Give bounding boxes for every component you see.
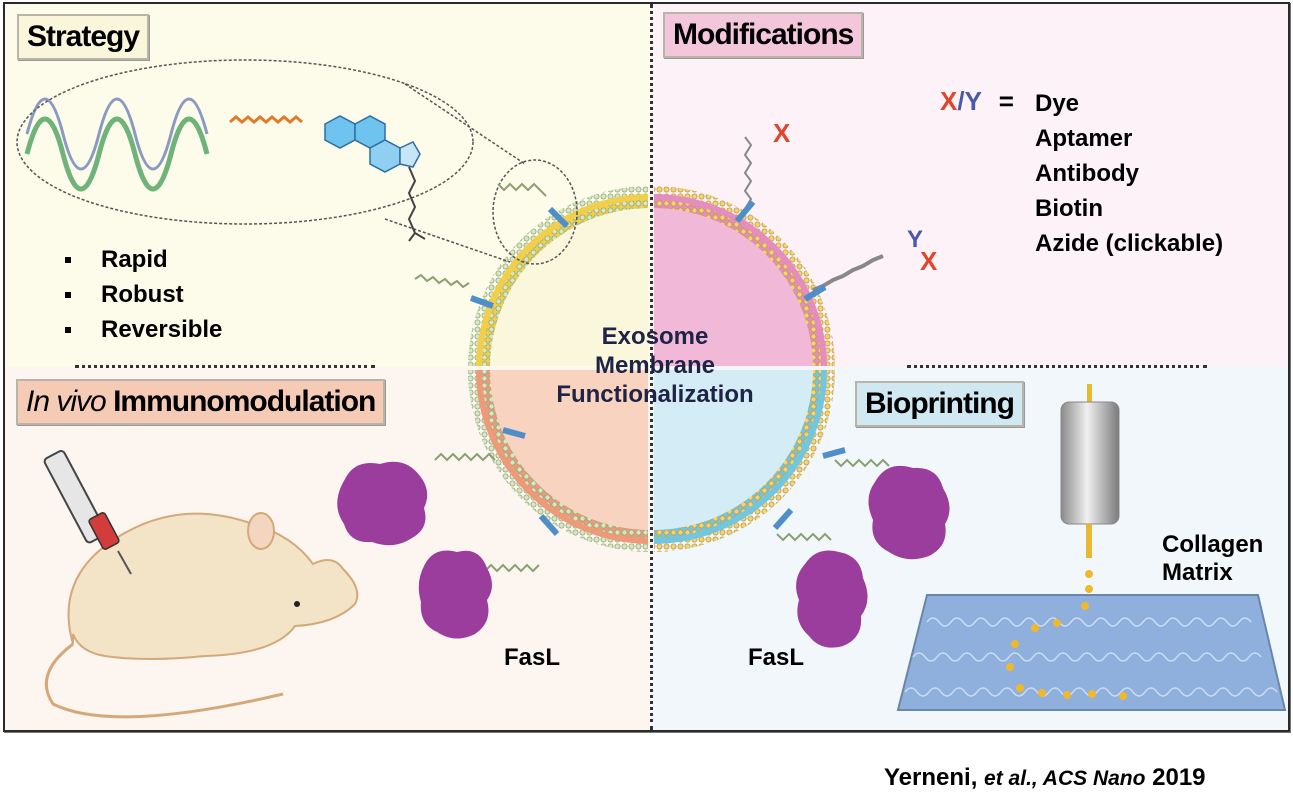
citation: Yerneni, et al., ACS Nano 2019 [884,764,1206,792]
y-label-marker: Y [907,226,923,253]
y-symbol: Y [964,86,982,116]
collagen-matrix-label: Collagen Matrix [1162,531,1263,587]
modification-list: Dye Aptamer Antibody Biotin Azide (click… [1035,86,1223,261]
bioprinter-nozzle [1060,384,1120,593]
xy-legend: X/Y = [940,86,1014,117]
mouse-illustration [43,449,359,719]
horizontal-divider-right [907,365,1207,368]
illustration-layer: X Y X [16,59,1287,719]
x-symbol: X [940,86,958,116]
fasl-label-right: FasL [748,644,805,671]
dna-cholesterol-conjugate [16,59,578,265]
collagen-matrix [896,594,1287,711]
bioprinting-title: Bioprinting [855,381,1024,427]
title-bold-part: Immunomodulation [113,385,376,418]
vertical-divider [650,4,653,730]
bullet-item: Reversible [63,312,222,347]
strategy-bullet-list: Rapid Robust Reversible [63,242,222,347]
title-italic-part: In vivo [26,385,107,418]
center-label-line3: Functionalization [556,381,754,408]
strategy-title: Strategy [17,14,150,60]
matrix-label-line2: Matrix [1162,559,1233,586]
modifications-title: Modifications [663,12,864,58]
modification-item: Biotin [1035,195,1103,222]
equals-symbol: = [998,86,1014,116]
horizontal-divider-left [75,365,375,368]
bullet-item: Rapid [63,242,222,277]
exosome-center-label: Exosome Membrane Functionalization [515,322,795,409]
exosome-quadrant-bioprinting [654,370,835,552]
matrix-label-line1: Collagen [1162,531,1264,558]
x-label-marker: X [773,118,791,148]
bullet-item: Robust [63,277,222,312]
citation-author: Yerneni, [884,764,978,791]
figure-frame: X Y X [3,2,1290,732]
modification-item: Dye [1035,90,1080,117]
exosome-quadrant-modifications [654,186,835,366]
modification-item: Azide (clickable) [1035,230,1224,257]
membrane-anchors [414,136,890,573]
modification-item: Antibody [1035,160,1139,187]
exosome-quadrant-immunomodulation [468,370,648,552]
exosome-quadrant-strategy [468,186,648,366]
slash-symbol: / [957,86,965,116]
fasl-label-left: FasL [504,644,561,671]
x-label-marker-2: X [920,246,938,276]
citation-journal: et al., ACS Nano [984,767,1146,790]
citation-year: 2019 [1152,764,1206,791]
center-label-line1: Exosome [601,323,709,350]
fasl-protein [337,461,950,648]
modification-item: Aptamer [1035,125,1133,152]
center-label-line2: Membrane [594,352,716,379]
immunomodulation-title: In vivo Immunomodulation [16,379,386,425]
